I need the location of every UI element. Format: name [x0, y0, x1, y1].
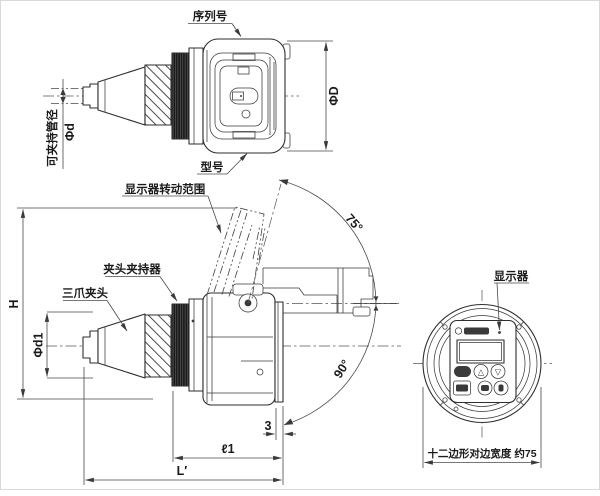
brand-logo — [464, 327, 489, 335]
power-button — [454, 366, 471, 377]
chuck-diameter-text: Φd1 — [32, 333, 46, 358]
lcd-screen — [456, 339, 505, 364]
model-label: 型号 — [201, 160, 224, 174]
screw — [442, 397, 448, 403]
chuck-diameter-dim: Φd1 — [32, 311, 93, 379]
display-label: 显示器 — [494, 270, 529, 283]
flange — [188, 47, 204, 145]
screw — [516, 324, 522, 330]
display-callout: 显示器 — [494, 270, 529, 334]
rotation-range-callout: 显示器转动范围 — [122, 182, 222, 234]
pipe-diameter-caption: 可夹持管径 — [45, 109, 59, 167]
angle-90-text: 90° — [331, 357, 353, 380]
outer-diameter-dim: ΦD — [287, 40, 341, 152]
down-arrow-icon: ▽ — [495, 368, 502, 377]
up-button — [473, 364, 489, 379]
three-jaw-chuck-cone — [97, 313, 146, 379]
up-arrow-icon: △ — [478, 368, 485, 377]
main-body — [202, 292, 276, 406]
height-dim: H — [7, 207, 237, 400]
screw — [516, 397, 522, 403]
pipe-diameter-text: Φd — [63, 123, 77, 141]
outer-diameter-text: ΦD — [327, 86, 341, 105]
side-view: 75° 90° 显示器转动范围 夹头夹持器 三爪夹头 H Φd1 — [7, 179, 401, 485]
display-rest-position-outline — [262, 267, 374, 314]
pipe-diameter-dim: 可夹持管径 Φd — [45, 79, 77, 169]
pivot-bracket — [232, 283, 264, 296]
down-button — [490, 364, 506, 379]
chuck-tip — [82, 330, 99, 364]
tilt-ray — [247, 183, 282, 304]
chuck-hatched-band — [144, 64, 172, 126]
clamped-pipe-phantom — [51, 88, 119, 104]
width-across-flats-dim: 十二边形对边宽度 约75 — [422, 387, 542, 468]
gap-3-text: 3 — [265, 419, 272, 433]
three-jaw-chuck-label: 三爪夹头 — [62, 286, 108, 300]
l1-text: ℓ1 — [221, 442, 234, 456]
three-jaw-chuck-callout: 三爪夹头 — [62, 286, 128, 332]
rotation-range-label: 显示器转动范围 — [125, 182, 206, 196]
angle-75-text: 75° — [342, 211, 365, 234]
front-view: △ ▽ 显示器 十二边形对边宽度 约75 — [413, 270, 552, 468]
flange — [188, 298, 204, 392]
serial-number-callout: 序列号 — [188, 9, 242, 37]
end-cap-ring — [274, 301, 284, 403]
top-view: ΦD 序列号 型号 可夹持管径 Φd — [43, 9, 341, 175]
overall-length-text: L′ — [177, 464, 188, 478]
chuck-tip — [82, 83, 99, 109]
model-callout: 型号 — [197, 153, 248, 175]
display-housing-top — [202, 38, 286, 154]
knurled-ring — [171, 52, 190, 140]
chuck-holder-label: 夹头夹持器 — [103, 262, 161, 276]
screw — [442, 324, 448, 330]
chuck-holder-ring — [171, 303, 190, 387]
length-dims: 3 ℓ1 L′ — [83, 367, 296, 485]
chuck-hatched-band — [144, 314, 172, 378]
chuck-holder-callout: 夹头夹持器 — [103, 262, 178, 302]
display-tilted-phantom — [206, 206, 266, 300]
brand-mark-icon — [454, 327, 463, 335]
serial-number-label: 序列号 — [193, 9, 228, 23]
height-text: H — [7, 299, 21, 308]
width-across-flats-text: 十二边形对边宽度 约75 — [427, 447, 536, 460]
